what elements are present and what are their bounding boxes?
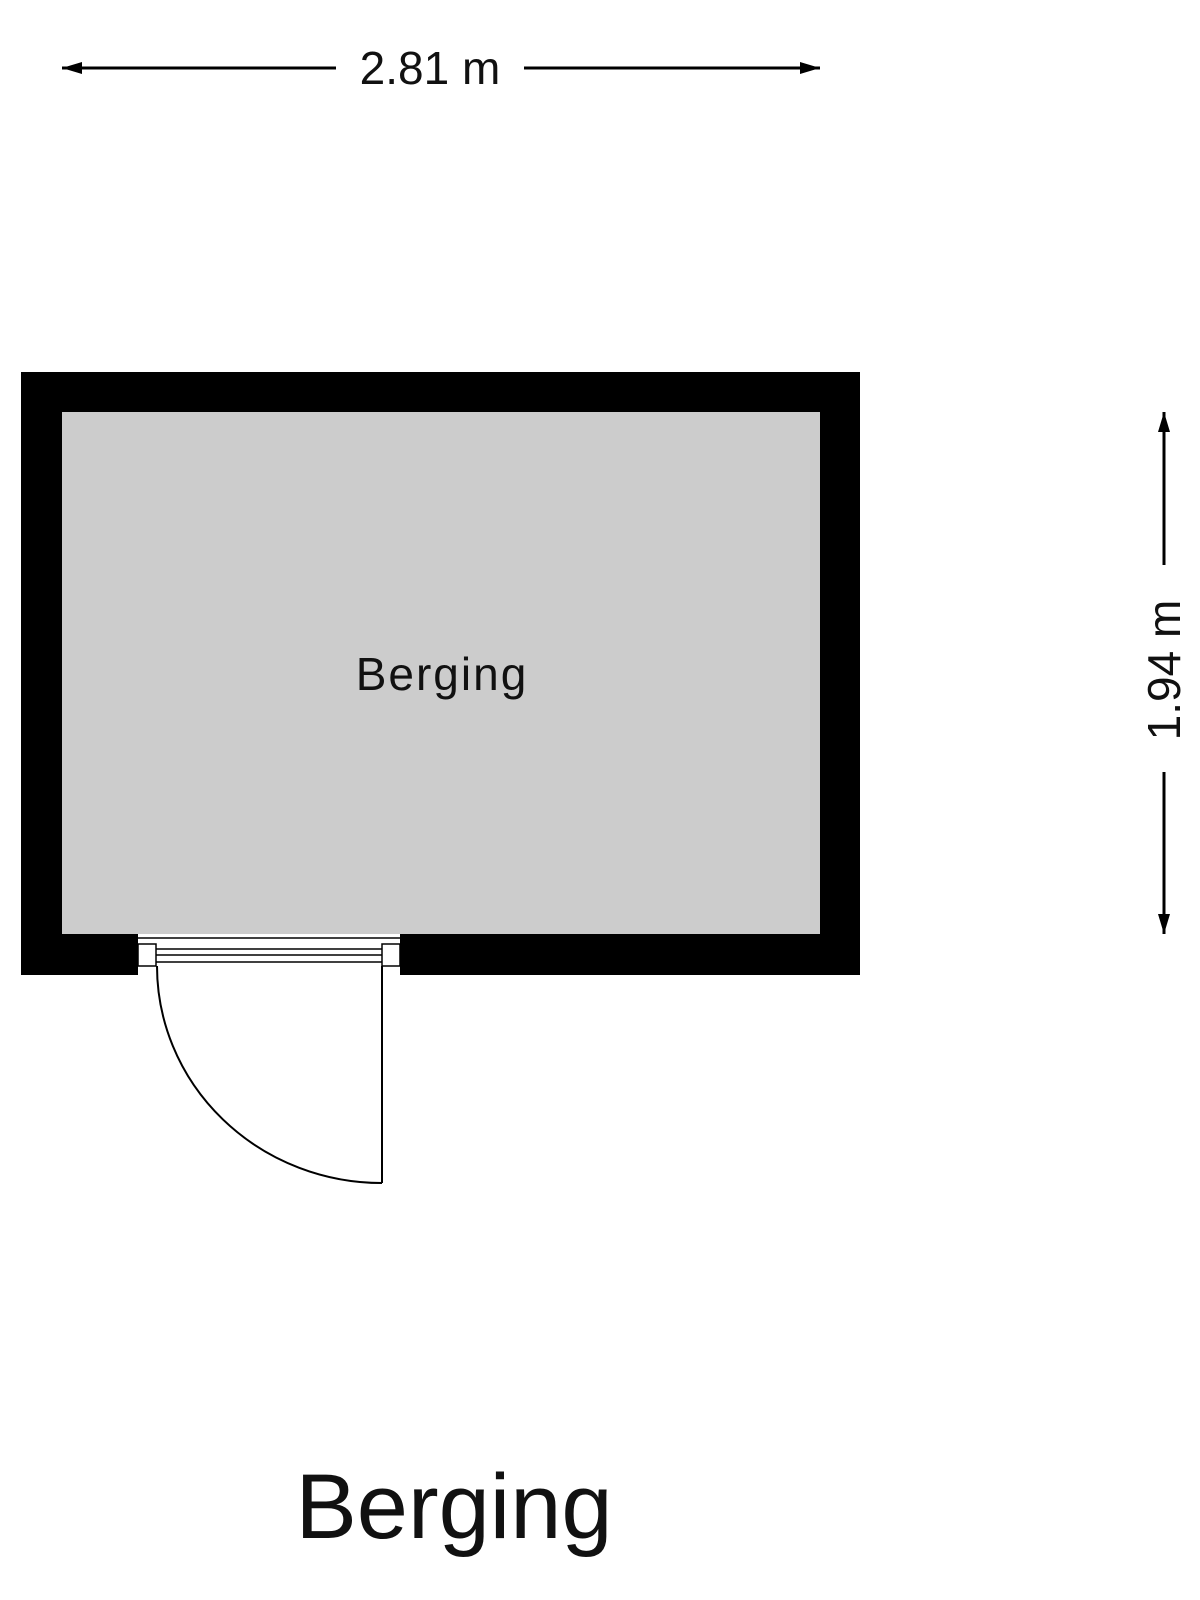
door-swing-arc (156, 965, 383, 1184)
room-floor (62, 412, 820, 934)
height-dimension-label: 1.94 m (1138, 600, 1190, 741)
room-label: Berging (356, 648, 529, 700)
wall-left (21, 372, 62, 975)
wall-top (21, 372, 860, 412)
door-threshold (137, 937, 401, 967)
plan-title: Berging (295, 1456, 612, 1558)
wall-bottom-left (21, 934, 138, 975)
door-frame-right (381, 943, 401, 967)
door-frame-left (137, 943, 157, 967)
wall-right (820, 372, 860, 975)
height-dimension: 1.94 m (1138, 412, 1190, 934)
width-dimension: 2.81 m (62, 42, 820, 94)
wall-bottom-right (400, 934, 860, 975)
door (156, 965, 383, 1184)
walls (21, 372, 860, 975)
width-dimension-label: 2.81 m (360, 42, 501, 94)
